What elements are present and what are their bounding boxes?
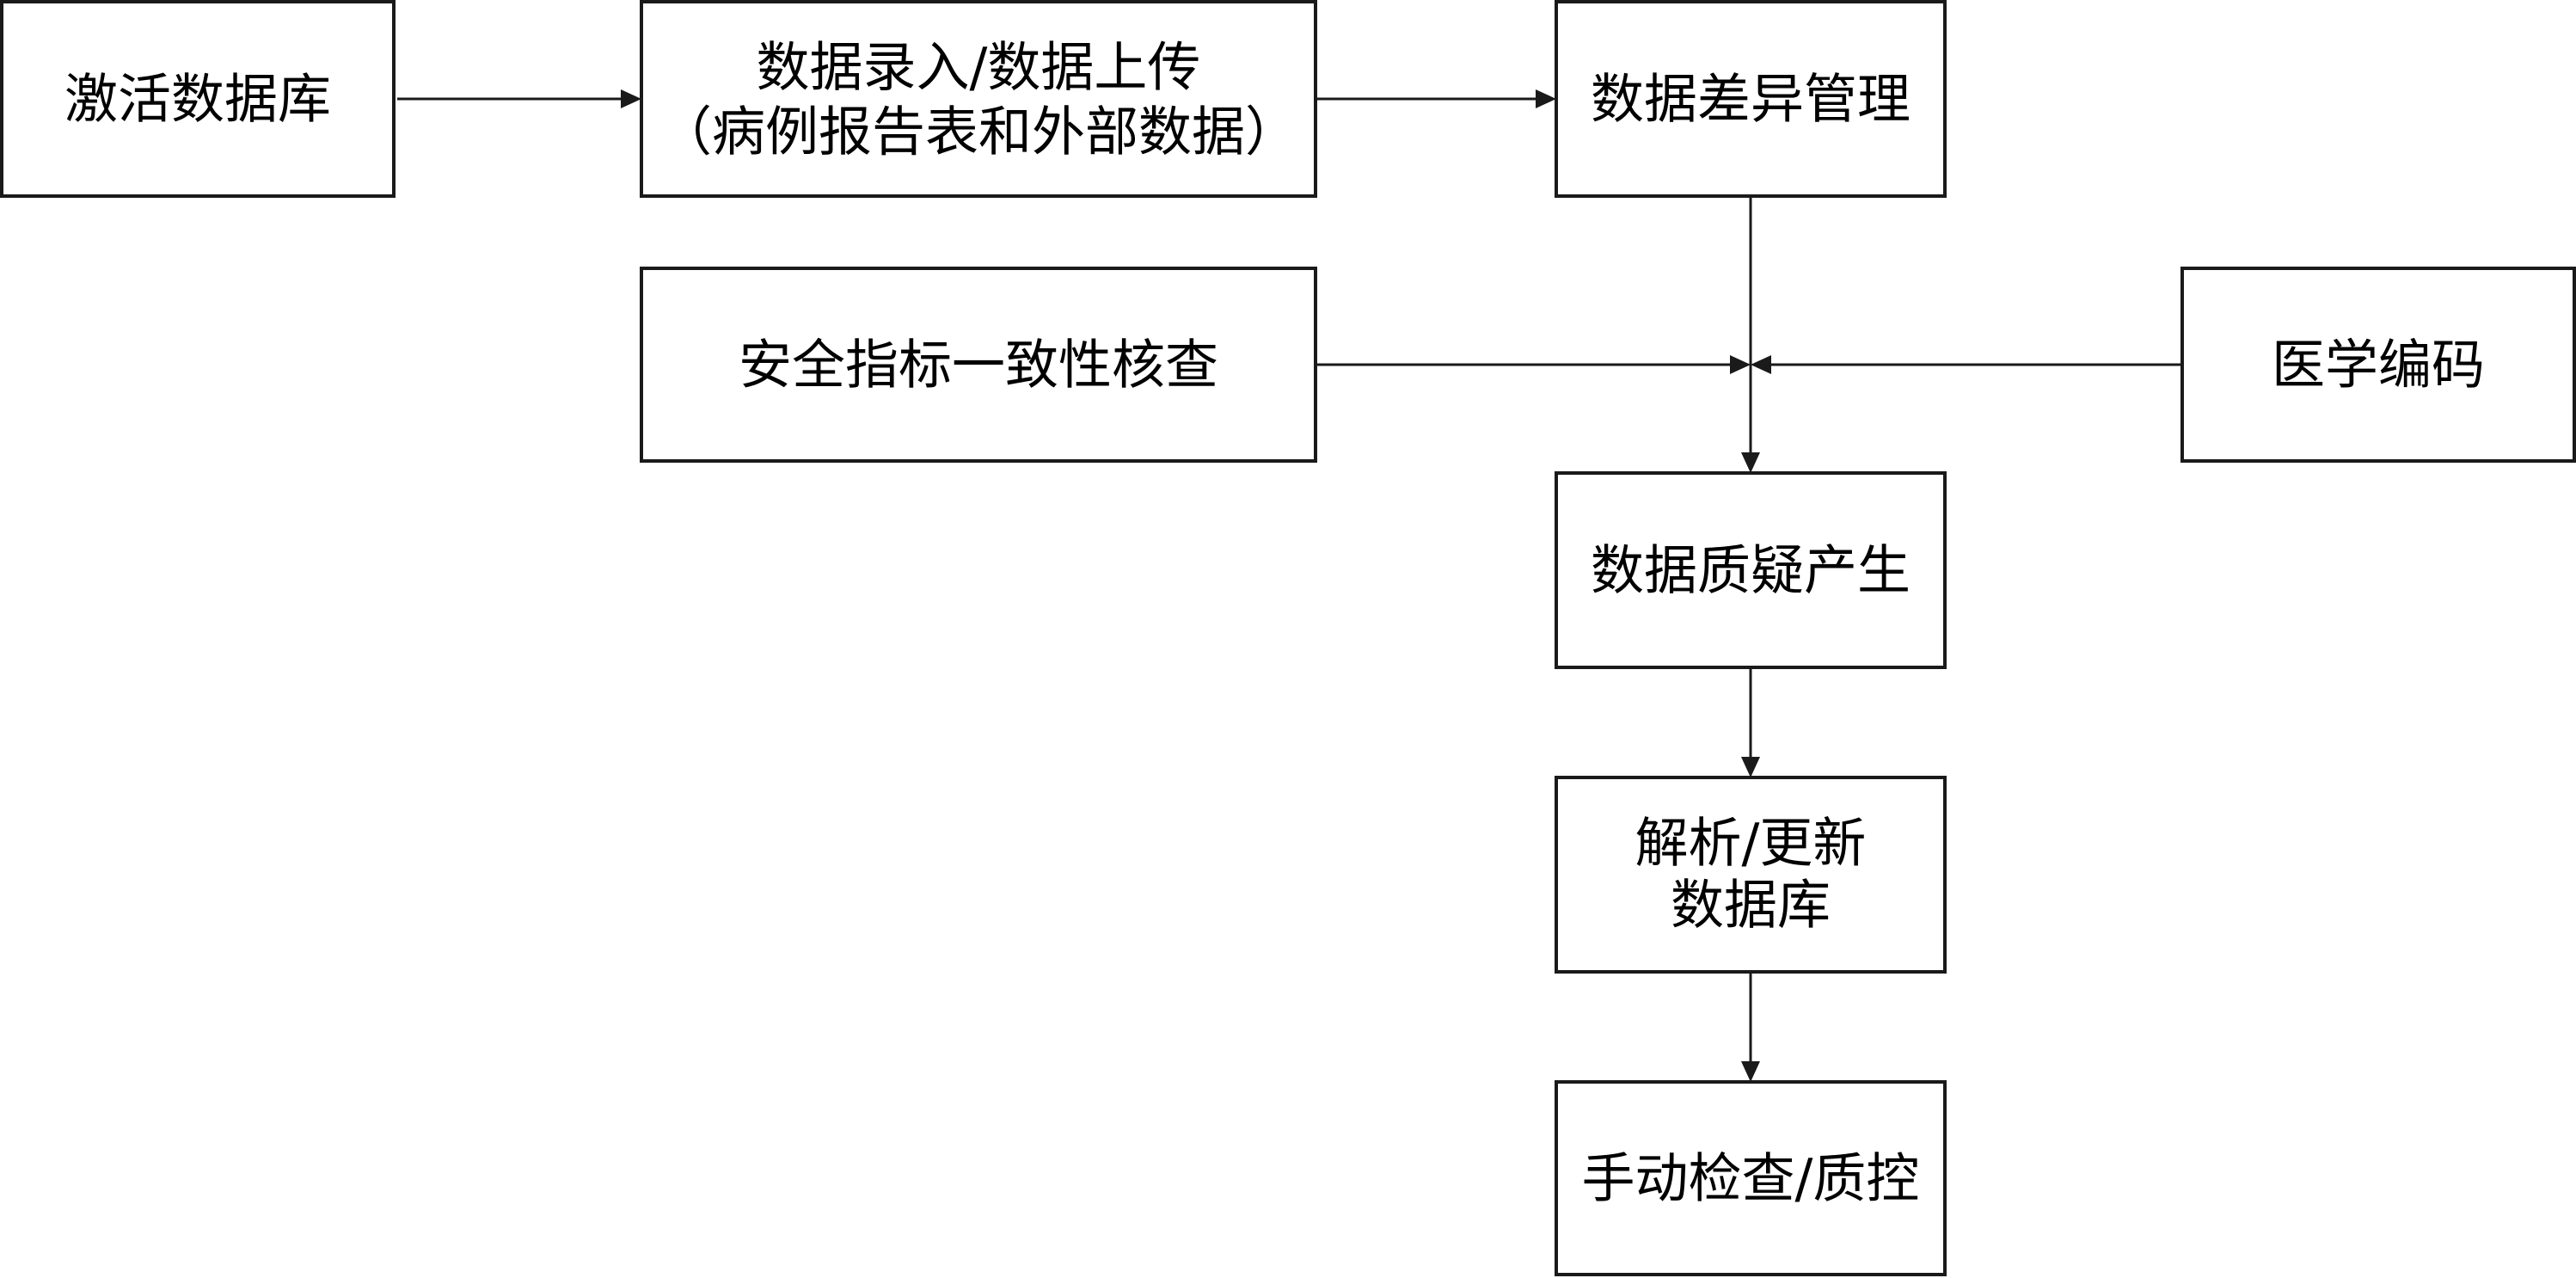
node-data-entry-upload: 数据录入/数据上传 （病例报告表和外部数据） — [640, 0, 1317, 198]
node-safety-consistency-check: 安全指标一致性核查 — [640, 267, 1317, 463]
node-label: 手动检查/质控 — [1582, 1147, 1920, 1210]
node-data-query-generation: 数据质疑产生 — [1555, 471, 1947, 669]
node-label: 解析/更新 — [1635, 812, 1867, 875]
edge-coding-to-query — [1751, 355, 2182, 374]
node-label: 医学编码 — [2272, 334, 2485, 396]
edge-query-to-resolve — [1741, 667, 1760, 777]
node-sublabel: 数据库 — [1671, 874, 1831, 937]
node-sublabel: （病例报告表和外部数据） — [659, 101, 1298, 163]
edge-discrepancy-to-query — [1741, 196, 1760, 473]
node-label: 数据录入/数据上传 — [757, 36, 1201, 99]
node-manual-check-qc: 手动检查/质控 — [1555, 1080, 1947, 1276]
edge-safety-to-query — [1316, 355, 1751, 374]
node-label: 数据质疑产生 — [1591, 539, 1911, 602]
node-label: 数据差异管理 — [1591, 68, 1911, 131]
edge-entry-to-discrepancy — [1316, 89, 1556, 108]
node-medical-coding: 医学编码 — [2180, 267, 2576, 463]
edge-resolve-to-manual-qc — [1741, 972, 1760, 1082]
edge-activate-to-entry — [397, 89, 641, 108]
node-label: 激活数据库 — [64, 68, 331, 131]
node-resolve-update-database: 解析/更新 数据库 — [1555, 776, 1947, 974]
node-label: 安全指标一致性核查 — [739, 334, 1218, 396]
node-activate-database: 激活数据库 — [0, 0, 396, 198]
node-data-discrepancy-management: 数据差异管理 — [1555, 0, 1947, 198]
